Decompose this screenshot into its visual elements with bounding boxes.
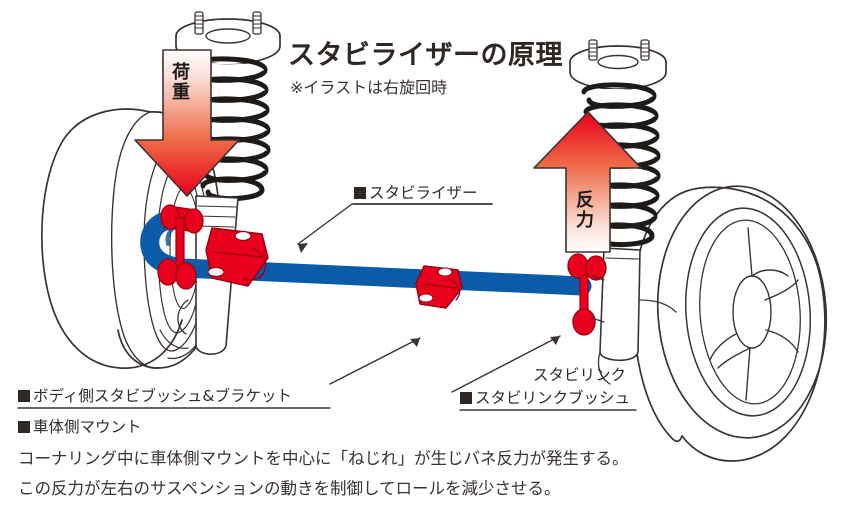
load-arrow xyxy=(134,49,240,197)
callout-stabi-link-text: スタビリンク xyxy=(533,366,627,384)
right-wheel xyxy=(632,185,828,462)
callout-stabi-link-bush: スタビリンクブッシュ xyxy=(460,389,631,407)
load-arrow-label: 荷重 xyxy=(169,62,190,102)
reaction-arrow-label: 反力 xyxy=(573,190,594,230)
description-line-1: コーナリング中に車体側マウントを中心に「ねじれ」が生じバネ反力が発生する。 xyxy=(18,449,629,468)
reaction-arrow xyxy=(533,111,642,253)
bullet-square-icon xyxy=(18,390,30,402)
page-subtitle: ※イラストは右旋回時 xyxy=(290,78,448,97)
bullet-square-icon xyxy=(18,421,30,433)
callout-stabi-link-bush-text: スタビリンクブッシュ xyxy=(475,389,631,407)
bullet-square-icon xyxy=(460,392,472,404)
callout-stabilizer-text: スタビライザー xyxy=(369,184,478,202)
callout-body-mount: 車体側マウント xyxy=(18,418,142,436)
description-line-2: この反力が左右のサスペンションの動きを制御してロールを減少させる。 xyxy=(18,479,561,498)
callout-body-mount-text: 車体側マウント xyxy=(33,418,142,436)
stabilizer-link-right xyxy=(567,253,607,336)
bush-bracket-center xyxy=(205,227,269,287)
bullet-square-icon xyxy=(354,187,366,199)
callout-stabilizer: スタビライザー xyxy=(354,184,478,202)
callout-body-side-bush-text: ボディ側スタビブッシュ&ブラケット xyxy=(33,387,293,405)
callout-stabi-link: スタビリンク xyxy=(533,366,627,384)
bush-bracket-right xyxy=(415,265,463,309)
callout-underlines xyxy=(17,203,637,411)
bush-bracket-left xyxy=(157,204,204,290)
page-title: スタビライザーの原理 xyxy=(288,40,563,71)
callout-body-side-bush: ボディ側スタビブッシュ&ブラケット xyxy=(18,387,293,405)
